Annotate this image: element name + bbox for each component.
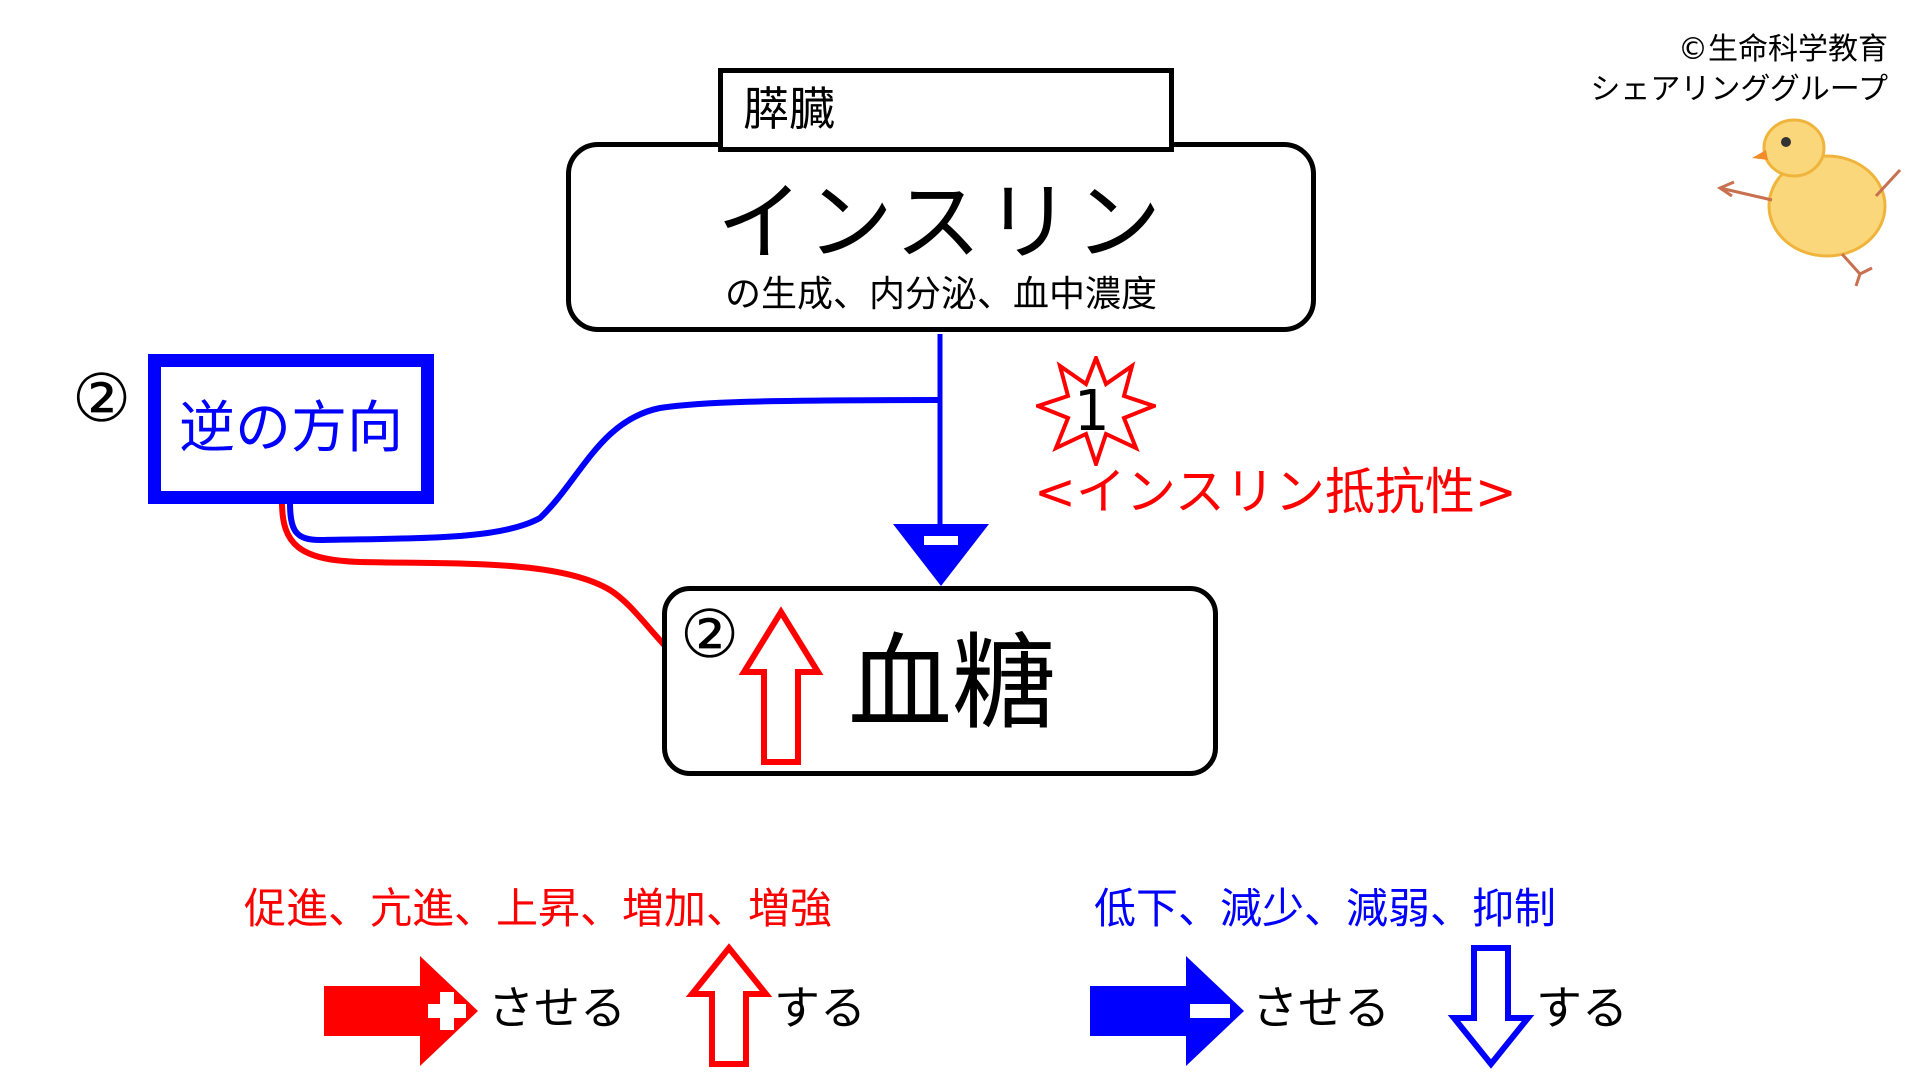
copyright-text: ©生命科学教育 シェアリンググループ: [1590, 30, 1888, 110]
insulin-title: インスリン: [716, 173, 1166, 273]
chick-illustration: [1716, 118, 1902, 287]
pancreas-label: 膵臓: [743, 82, 835, 136]
promote-terms: 促進、亢進、上昇、増加、増強: [244, 884, 833, 933]
red-up-arrow-icon: [738, 606, 824, 765]
insulin-box: インスリン の生成、内分泌、血中濃度: [566, 142, 1316, 332]
minus-sign-icon: [924, 536, 958, 545]
pancreas-box: 膵臓: [718, 68, 1174, 152]
insulin-subtitle: の生成、内分泌、血中濃度: [724, 274, 1157, 315]
red-make-label: させる: [488, 981, 626, 1035]
insulin-resistance-label: <インスリン抵抗性>: [1034, 463, 1517, 521]
copyright-line-1: ©生命科学教育: [1678, 32, 1888, 67]
resistance-number: 1: [1074, 379, 1110, 444]
inhibit-terms: 低下、減少、減弱、抑制: [1094, 884, 1557, 933]
blue-make-label: させる: [1252, 981, 1390, 1035]
minus-triangle-icon: [893, 524, 989, 586]
blue-do-label: する: [1536, 981, 1628, 1035]
blue-minus-arrow-icon: [1090, 956, 1244, 1066]
reverse-direction-label: 逆の方向: [179, 396, 403, 461]
reverse-direction-box: 逆の方向: [148, 354, 434, 504]
red-plus-arrow-icon: [324, 956, 478, 1066]
reverse-number: ②: [72, 360, 132, 437]
blood-sugar-box: [662, 586, 1218, 776]
blood-sugar-number: ②: [680, 596, 740, 673]
blood-sugar-label: 血糖: [848, 622, 1057, 744]
starburst-icon: [1036, 356, 1156, 466]
blue-down-arrow-icon: [1447, 945, 1535, 1069]
red-do-label: する: [774, 981, 866, 1035]
copyright-line-2: シェアリンググループ: [1590, 72, 1888, 107]
reverse-blue-curve: [287, 397, 941, 544]
red-up-arrow-legend-icon: [685, 943, 773, 1067]
